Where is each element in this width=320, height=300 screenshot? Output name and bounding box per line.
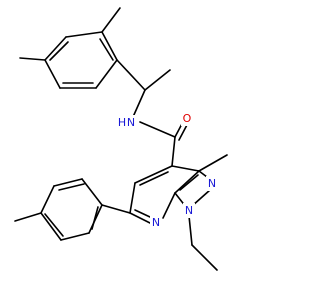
pyrazole-double-inner bbox=[179, 174, 199, 191]
tolyl-bond-2 bbox=[53, 178, 83, 187]
ring-a-bond-2 bbox=[101, 31, 118, 61]
tolyl-bond-1 bbox=[81, 178, 103, 206]
nh-to-carbonyl-bond bbox=[139, 121, 176, 138]
pyrazole-n2-label: N bbox=[208, 177, 216, 190]
pyridine-bond-4 bbox=[134, 165, 173, 184]
bond-layer bbox=[14, 7, 228, 271]
pyridine-n-label-bg bbox=[150, 215, 162, 230]
pyridine-double-2 bbox=[134, 209, 151, 218]
ring-a-bond-3 bbox=[95, 59, 118, 89]
pyrazole-fused-bond bbox=[174, 170, 200, 194]
carbonyl-o-label-bg bbox=[181, 111, 193, 126]
carbonyl-to-ring-bond bbox=[171, 136, 176, 167]
pyrazole-n1-label-bg bbox=[183, 203, 195, 218]
pyridine-bond-3 bbox=[129, 182, 136, 214]
atom-label-layer: H N O N N N bbox=[115, 111, 218, 230]
chiral-methyl-bond bbox=[144, 69, 171, 91]
pyrazole-methyl-bond bbox=[198, 154, 228, 172]
tolyl-double-1 bbox=[58, 183, 85, 191]
tolyl-bond-4 bbox=[40, 212, 62, 241]
ring-a-bond-5 bbox=[44, 59, 61, 89]
carbonyl-o-label: O bbox=[183, 112, 192, 125]
pyridine-bond-2 bbox=[129, 212, 151, 224]
amide-h-label: H bbox=[118, 116, 126, 129]
ring-a-bond-1 bbox=[65, 31, 103, 38]
pyridine-bond-1 bbox=[162, 192, 176, 219]
ring-a-double-3 bbox=[49, 41, 69, 61]
molecule-structure: H N O N N N bbox=[14, 7, 228, 271]
ring-a-ortho-methyl-bond bbox=[101, 7, 121, 33]
ring-a-methyl-bond bbox=[19, 57, 46, 61]
pyrazole-n1-label: N bbox=[185, 204, 193, 217]
chiral-to-nh-bond bbox=[132, 89, 146, 118]
amide-n-label-bg bbox=[115, 115, 139, 130]
tolyl-methyl-bond bbox=[14, 212, 42, 222]
pyrazole-n2-label-bg bbox=[206, 176, 218, 191]
ethyl-bond-1 bbox=[188, 215, 193, 246]
aryl-link-bond bbox=[101, 204, 131, 214]
structure-canvas: H N O N N N bbox=[14, 7, 228, 271]
fused-bond-1 bbox=[171, 165, 200, 172]
tolyl-double-3 bbox=[91, 206, 99, 230]
pyridine-n-label: N bbox=[152, 216, 160, 229]
ring-a-double-1 bbox=[99, 38, 114, 61]
pyridine-double-1 bbox=[139, 171, 169, 186]
ring-a-bond-6 bbox=[44, 36, 67, 61]
amide-n-label: N bbox=[127, 116, 135, 129]
tolyl-bond-3 bbox=[40, 185, 55, 214]
tolyl-bond-5 bbox=[60, 232, 90, 241]
ethyl-bond-2 bbox=[191, 244, 218, 271]
ring-a-to-chiral-bond bbox=[116, 59, 146, 91]
tolyl-double-2 bbox=[44, 213, 64, 237]
